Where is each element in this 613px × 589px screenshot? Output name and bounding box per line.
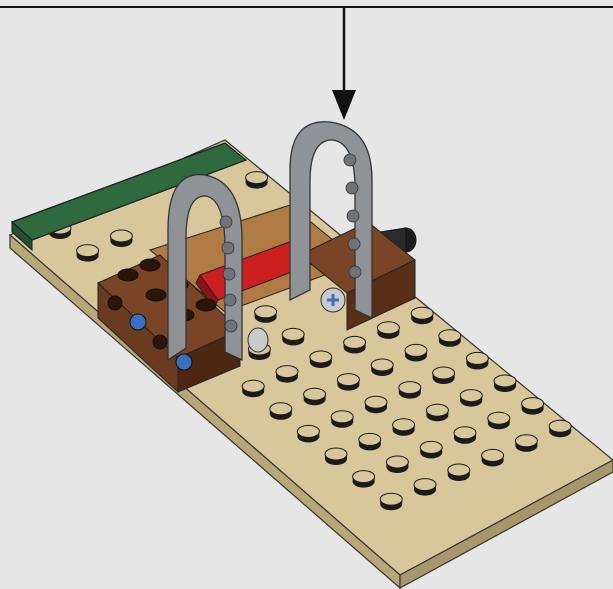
baseplate-stud	[110, 230, 132, 247]
baseplate-stud	[448, 464, 470, 481]
baseplate-stud	[460, 390, 482, 407]
baseplate-stud	[515, 435, 537, 452]
baseplate-stud	[337, 374, 359, 391]
baseplate-stud	[270, 403, 292, 420]
baseplate-stud	[393, 419, 415, 436]
baseplate-stud	[359, 433, 381, 450]
blue-pin-icon	[130, 314, 146, 330]
baseplate-stud	[433, 367, 455, 384]
baseplate-stud	[331, 411, 353, 428]
baseplate-stud	[255, 306, 277, 323]
baseplate-stud	[380, 493, 402, 510]
baseplate-stud	[297, 425, 319, 442]
baseplate-stud	[353, 471, 375, 488]
baseplate-stud	[426, 404, 448, 421]
baseplate-stud	[399, 382, 421, 399]
baseplate-stud	[522, 398, 544, 415]
baseplate-stud	[488, 412, 510, 429]
baseplate-stud	[371, 359, 393, 376]
baseplate-stud	[482, 449, 504, 466]
baseplate-stud	[494, 375, 516, 392]
baseplate-stud	[310, 351, 332, 368]
baseplate-stud	[282, 328, 304, 345]
baseplate-stud	[304, 388, 326, 405]
back-gray-arch	[290, 122, 372, 318]
baseplate-stud	[246, 172, 268, 189]
baseplate-stud	[365, 396, 387, 413]
baseplate-stud	[414, 479, 436, 496]
baseplate-stud	[377, 322, 399, 339]
baseplate-stud	[344, 336, 366, 353]
baseplate-stud	[405, 344, 427, 361]
baseplate-stud	[549, 420, 571, 437]
baseplate-stud	[325, 448, 347, 465]
baseplate-stud	[242, 380, 264, 397]
baseplate-stud	[454, 427, 476, 444]
baseplate-stud	[439, 330, 461, 347]
blue-pin-icon	[176, 354, 192, 370]
baseplate-stud	[420, 441, 442, 458]
baseplate-stud	[276, 366, 298, 383]
baseplate-stud	[411, 307, 433, 324]
down-arrow-icon	[332, 8, 356, 120]
baseplate-stud	[386, 456, 408, 473]
baseplate-stud	[77, 245, 99, 262]
baseplate-stud	[466, 352, 488, 369]
